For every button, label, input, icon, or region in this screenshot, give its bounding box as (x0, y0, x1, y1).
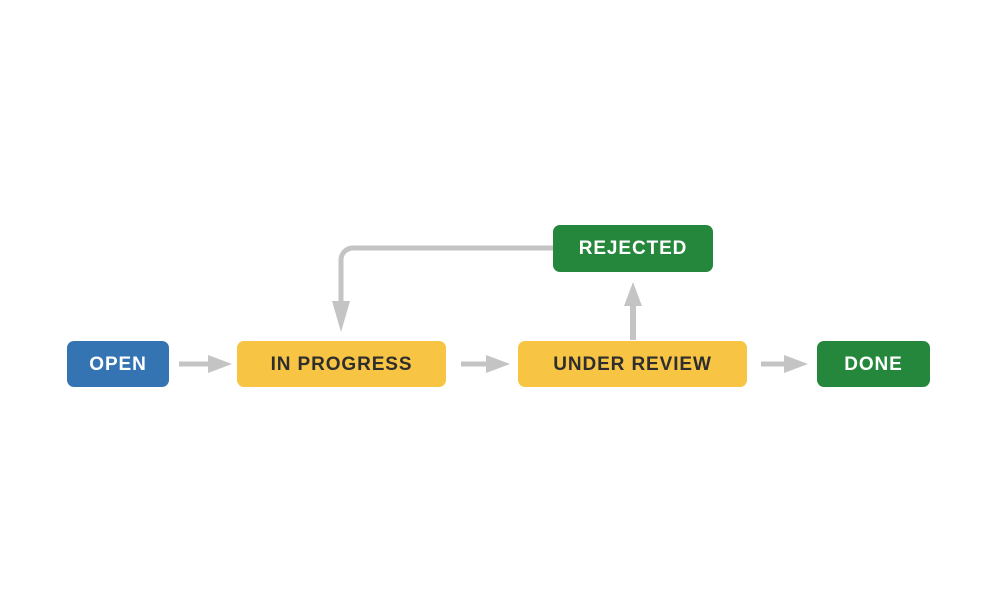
edge-in-progress-to-under-review (461, 355, 510, 373)
edge-rejected-to-in-progress (332, 245, 556, 332)
node-open-label: OPEN (89, 353, 147, 375)
node-under-review-label: UNDER REVIEW (553, 353, 712, 375)
node-under-review[interactable]: UNDER REVIEW (518, 341, 747, 387)
node-open[interactable]: OPEN (67, 341, 169, 387)
edge-under-review-to-rejected (624, 282, 642, 340)
node-in-progress-label: IN PROGRESS (270, 353, 413, 375)
edge-open-to-in-progress (179, 355, 232, 373)
node-in-progress[interactable]: IN PROGRESS (237, 341, 446, 387)
edge-under-review-to-done (761, 355, 808, 373)
node-rejected-label: REJECTED (578, 238, 688, 259)
node-done-label: DONE (844, 353, 903, 375)
node-rejected[interactable]: REJECTED (553, 225, 713, 272)
node-done[interactable]: DONE (817, 341, 930, 387)
